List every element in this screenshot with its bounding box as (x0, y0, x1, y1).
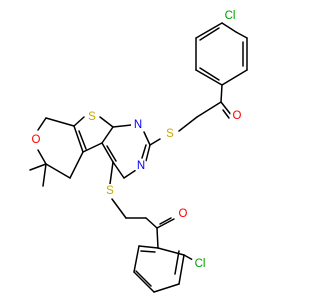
bond (29, 163, 47, 171)
bond (143, 131, 151, 146)
oxygen-atom: O (176, 207, 190, 221)
sulfur-atom: S (103, 184, 117, 198)
bond (101, 142, 114, 163)
bond (78, 130, 87, 150)
bond (220, 101, 233, 117)
atom-label-o-bottom: O (179, 208, 188, 220)
bond (183, 254, 194, 261)
bond (178, 254, 185, 285)
bond (221, 69, 248, 86)
chlorine-atom: Cl (221, 7, 239, 25)
atom-label-s-bottom: S (106, 185, 114, 197)
bond (145, 217, 158, 229)
bond (140, 250, 156, 253)
bond (235, 31, 248, 39)
atom-label-cl-bottom: Cl (195, 258, 206, 270)
atom-label-cl-top: Cl (225, 10, 236, 22)
bond (221, 22, 237, 33)
bond (112, 124, 132, 128)
nitrogen-atom: N (134, 159, 148, 173)
bond (99, 116, 114, 128)
bond (195, 22, 223, 39)
molecule-diagram: Cl O S S N N O S (29, 7, 248, 293)
bond-layer (29, 22, 248, 293)
bond (101, 126, 114, 144)
bond (159, 217, 172, 225)
oxygen-atom: O (29, 133, 43, 147)
bond (149, 138, 161, 146)
atom-label-o-pyran: O (32, 134, 41, 146)
bond (45, 117, 75, 127)
sulfur-atom: S (85, 110, 99, 124)
bond (69, 151, 84, 179)
bond (222, 109, 230, 119)
bond (135, 270, 152, 287)
bond (138, 245, 159, 249)
sulfur-atom: S (163, 127, 177, 141)
bond (174, 250, 180, 275)
bond (109, 161, 114, 185)
bond (45, 163, 71, 179)
bond (73, 116, 85, 127)
nitrogen-atom: N (131, 118, 145, 132)
bond (220, 84, 223, 103)
bond (199, 67, 220, 81)
bond (141, 144, 147, 159)
bond (37, 117, 47, 131)
bond (199, 27, 220, 41)
bond (145, 144, 151, 162)
bond (133, 245, 140, 273)
atom-label-layer: Cl O S S N N O S (29, 7, 244, 273)
bond (82, 142, 103, 153)
bond (157, 247, 185, 256)
bond (178, 116, 198, 132)
bond (111, 198, 127, 219)
atom-label-s-ring: S (88, 111, 96, 123)
atom-label-n-bottom: N (137, 160, 145, 172)
molecule-structure: Cl O S S N N O S (29, 7, 248, 293)
bond (196, 101, 222, 118)
oxygen-atom: O (230, 109, 244, 123)
bond (156, 218, 175, 229)
bond (123, 169, 137, 179)
bond (42, 163, 47, 187)
bond (153, 283, 180, 293)
bond (112, 161, 125, 179)
atom-label-n-top: N (134, 119, 142, 131)
bond (156, 227, 159, 249)
atom-label-s-top: S (166, 128, 174, 140)
bond (37, 149, 47, 165)
bond (73, 125, 84, 153)
bond (133, 271, 155, 293)
bond (195, 69, 223, 86)
bond (106, 145, 117, 162)
atom-label-o-top: O (233, 110, 242, 122)
chlorine-atom: Cl (191, 255, 209, 273)
